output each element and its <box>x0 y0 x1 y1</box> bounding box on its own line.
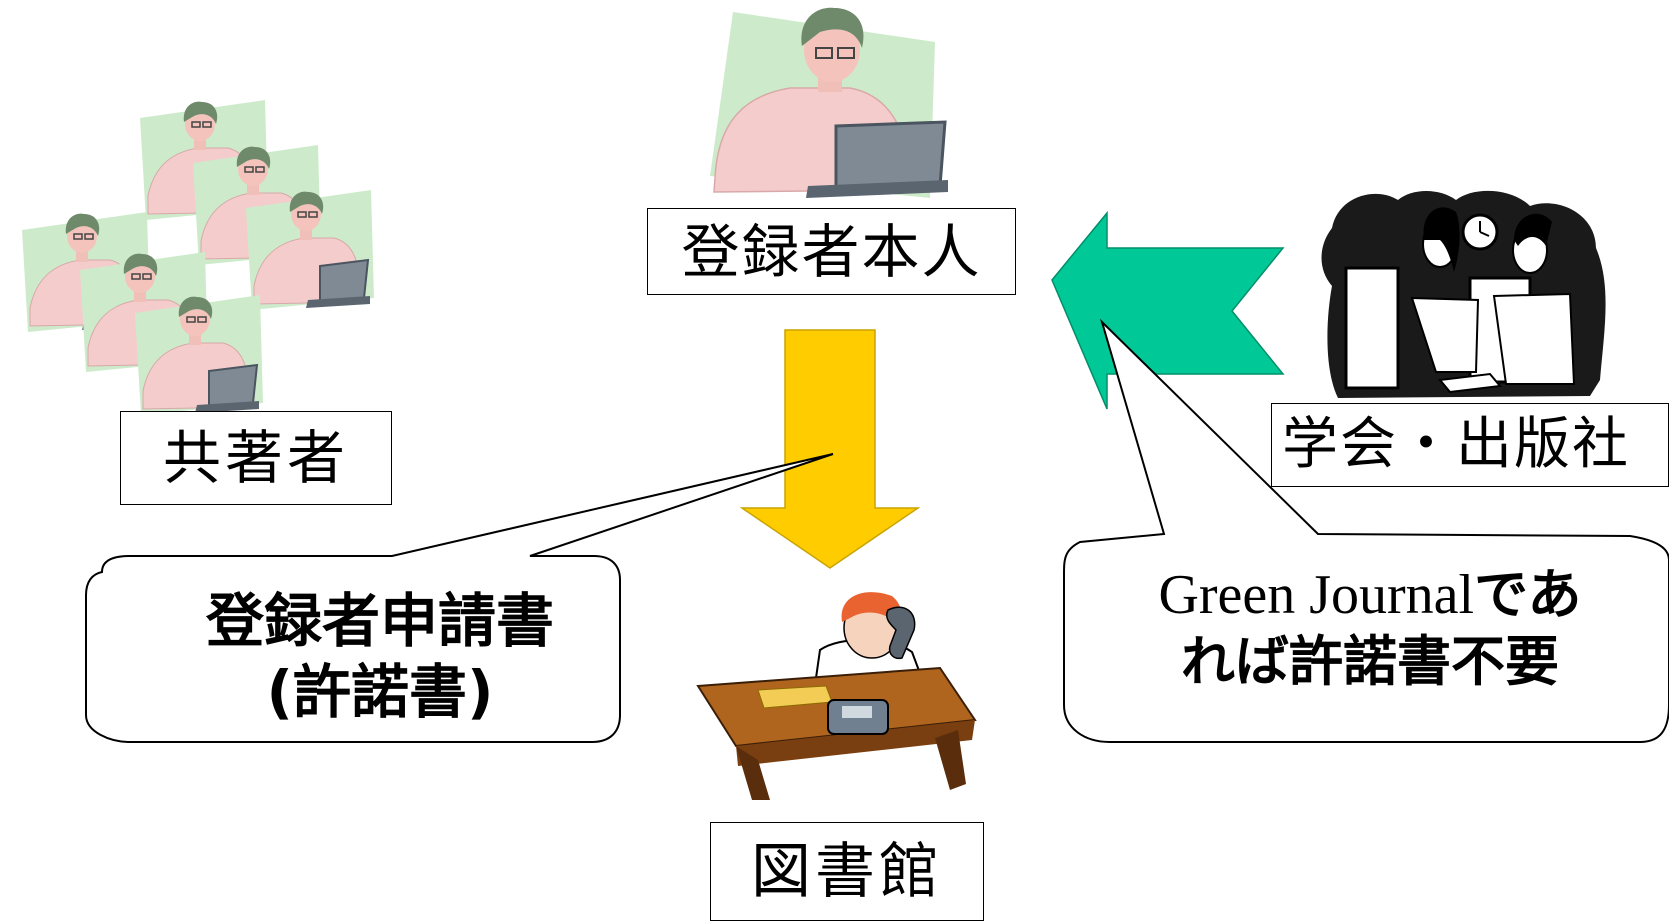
publisher-label: 学会・出版社 <box>1271 403 1669 487</box>
librarian-on-phone-icon <box>696 592 977 800</box>
green-journal-text: Green Journal <box>1158 564 1475 626</box>
callout-right-line2: れば許諾書不要 <box>1181 630 1559 694</box>
coauthors-label: 共著者 <box>120 411 392 505</box>
callout-right-line1: Green Journalであ <box>1090 561 1650 629</box>
registrant-figure <box>710 7 948 198</box>
callout-left-bubble <box>85 453 834 743</box>
callout-right-line1-jp: であ <box>1474 563 1582 626</box>
callout-left-line1: 登録者申請書 <box>205 587 554 655</box>
callout-left-text: 登録者申請書 (許諾書) <box>140 586 620 728</box>
callout-left-line2: (許諾書) <box>266 657 494 726</box>
library-label: 図書館 <box>710 822 984 921</box>
business-handshake-icon <box>1321 190 1606 398</box>
yellow-down-arrow <box>739 329 921 569</box>
green-left-arrow <box>1051 210 1285 410</box>
callout-right-bubble <box>1063 318 1669 743</box>
coauthors-figures <box>21 99 375 416</box>
callout-right-text: Green Journalであ れば許諾書不要 <box>1090 561 1650 695</box>
registrant-label: 登録者本人 <box>647 208 1016 295</box>
